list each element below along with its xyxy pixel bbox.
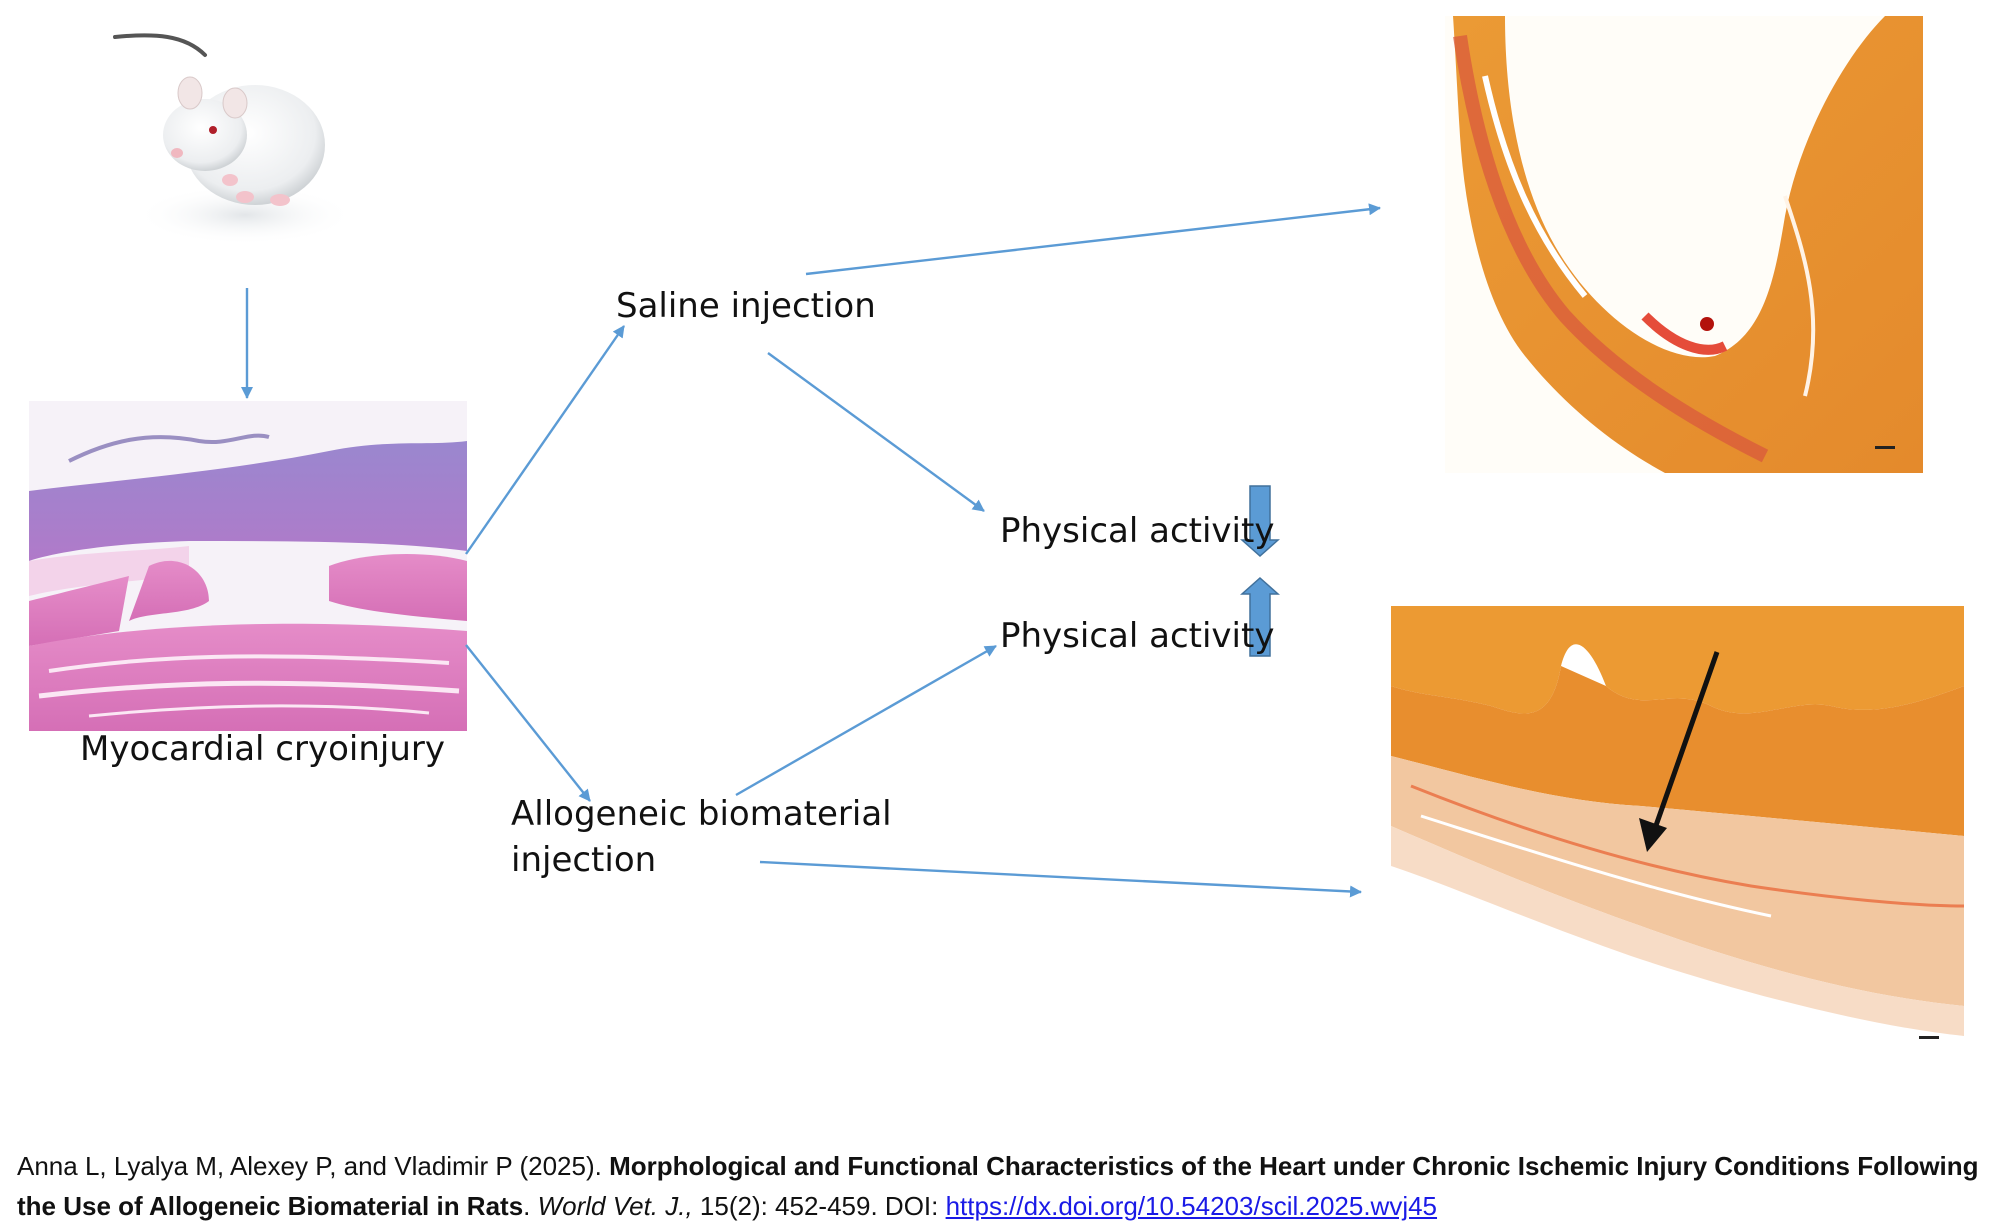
citation-volume: 15(2): 452-459. DOI:	[692, 1191, 946, 1221]
arrow-saline-to-saline-section	[805, 203, 1381, 276]
allogeneic-section-image	[1391, 606, 1964, 1056]
physical-activity-down-label: Physical activity	[1000, 511, 1275, 551]
arrow-allogeneic-to-allogeneic-section	[759, 860, 1362, 898]
arrow-cryoinjury-to-saline	[465, 325, 625, 555]
activity-up-indicator	[1240, 576, 1280, 657]
cryoinjury-label: Myocardial cryoinjury	[80, 729, 445, 769]
allogeneic-injection-label: Allogeneic biomaterial injection	[511, 791, 892, 883]
allogeneic-injection-line1: Allogeneic biomaterial	[511, 794, 892, 834]
doi-link[interactable]: https://dx.doi.org/10.54203/scil.2025.wv…	[945, 1191, 1438, 1221]
citation-title: Morphological and Functional Characteris…	[17, 1151, 1979, 1221]
citation-journal: World Vet. J.,	[537, 1191, 693, 1221]
saline-section-image	[1445, 16, 1923, 473]
arrow-saline-to-activity-down	[767, 352, 985, 512]
citation-separator: .	[523, 1191, 538, 1221]
activity-down-indicator	[1240, 485, 1280, 558]
citation: Anna L, Lyalya M, Alexey P, and Vladimir…	[17, 1146, 1992, 1226]
saline-injection-label: Saline injection	[616, 286, 876, 326]
citation-authors: Anna L, Lyalya M, Alexey P, and Vladimir…	[17, 1151, 610, 1181]
he-section-image	[29, 401, 467, 731]
rat-image	[113, 33, 355, 245]
arrow-allogeneic-to-activity-up	[735, 644, 997, 797]
allogeneic-injection-line2: injection	[511, 840, 657, 880]
arrow-cryoinjury-to-allogeneic	[465, 644, 591, 802]
physical-activity-up-label: Physical activity	[1000, 616, 1275, 656]
